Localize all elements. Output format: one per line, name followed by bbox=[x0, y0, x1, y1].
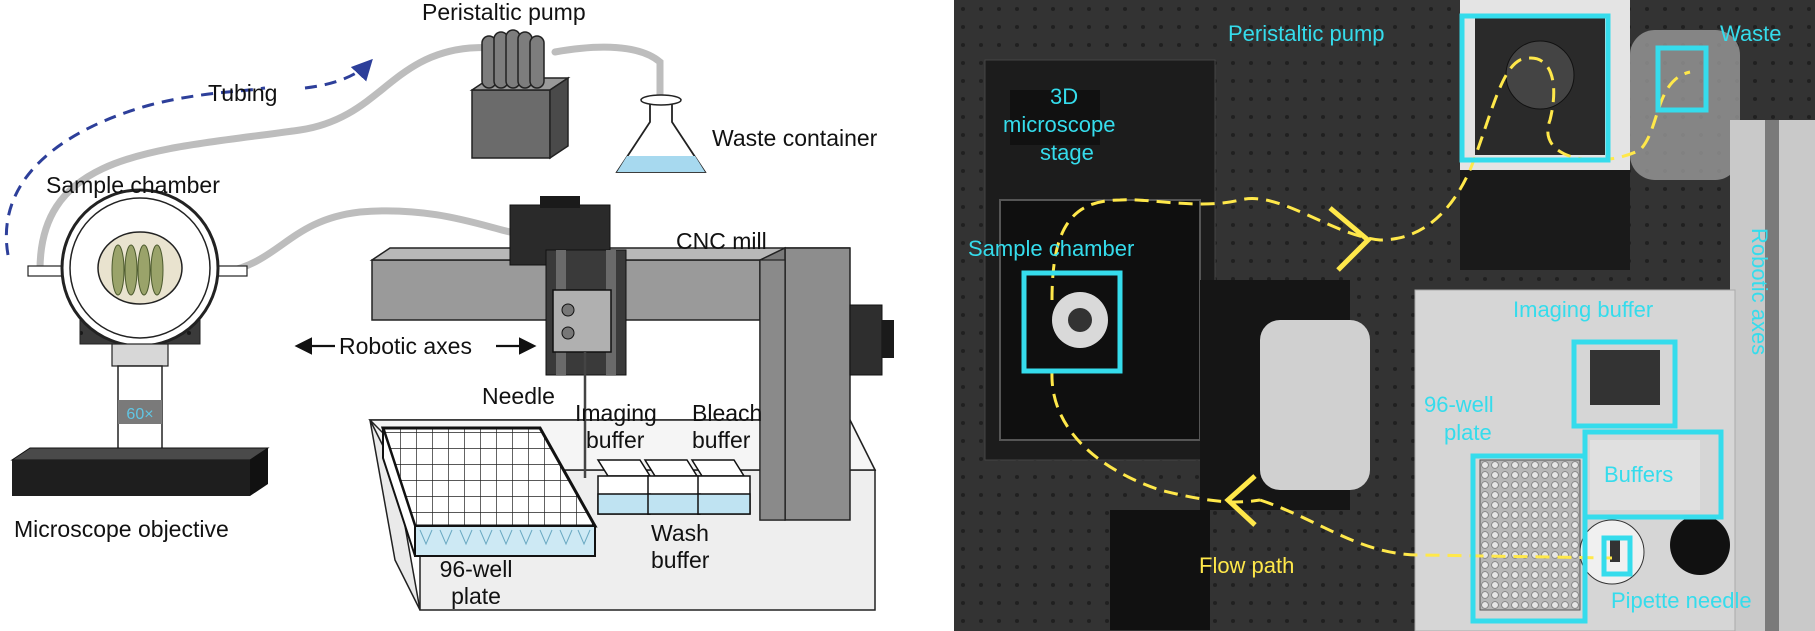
waste-container bbox=[615, 94, 707, 173]
tubing-flow-arrow bbox=[4, 86, 266, 256]
waste-container-label: Waste container bbox=[712, 125, 878, 151]
imaging-buffer-box bbox=[1571, 339, 1678, 429]
microscope-objective-label: Microscope objective bbox=[14, 516, 229, 542]
photo-sample-chamber-label: Sample chamber bbox=[968, 236, 1134, 261]
peristaltic-pump-label: Peristaltic pump bbox=[422, 0, 586, 25]
imaging-buffer-label-line1: Imaging bbox=[575, 400, 657, 426]
peristaltic-pump-box bbox=[1459, 13, 1611, 163]
well-plate bbox=[380, 426, 598, 557]
photo-stage-label-line3: stage bbox=[1040, 140, 1094, 165]
well-plate-box bbox=[1470, 453, 1588, 624]
wash-buffer-label-line1: Wash bbox=[651, 520, 709, 546]
tubing-label: Tubing bbox=[208, 80, 277, 106]
cnc-mill-label: CNC mill bbox=[676, 228, 767, 254]
photo-imaging-buffer-label: Imaging buffer bbox=[1513, 297, 1653, 322]
objective-magnification: 60× bbox=[126, 406, 153, 423]
wash-buffer-label-line2: buffer bbox=[651, 547, 710, 573]
imaging-buffer-label-line2: buffer bbox=[586, 427, 645, 453]
tubing-to-mill bbox=[221, 207, 514, 276]
photo-buffers-label: Buffers bbox=[1604, 462, 1673, 487]
flow-direction-chevron-upper bbox=[1328, 206, 1372, 272]
waste-box bbox=[1655, 45, 1709, 113]
sample-chamber-box bbox=[1021, 270, 1123, 374]
photo-stage-label-line1: 3D bbox=[1050, 84, 1078, 109]
pipette-needle-box bbox=[1601, 535, 1633, 577]
bleach-buffer-label-line1: Bleach bbox=[692, 400, 762, 426]
photo-pipette-needle-label: Pipette needle bbox=[1611, 588, 1752, 613]
photo-panel: Peristaltic pump Waste 3D microscope sta… bbox=[954, 0, 1815, 631]
robotic-axes-label: Robotic axes bbox=[339, 333, 472, 359]
tubing-flow-arrow-head bbox=[304, 58, 373, 90]
photo-flow-path-label: Flow path bbox=[1199, 553, 1294, 578]
flow-direction-chevron-lower bbox=[1224, 474, 1257, 527]
photo-well-plate-label-line1: 96-well bbox=[1424, 392, 1494, 417]
sample-chamber bbox=[27, 188, 248, 348]
photo-robotic-axes-label: Robotic axes bbox=[1747, 228, 1772, 355]
bleach-buffer-label-line2: buffer bbox=[692, 427, 751, 453]
photo-stage-label-line2: microscope bbox=[1003, 112, 1115, 137]
well-plate-label-line1: 96-well bbox=[440, 556, 513, 582]
photo-waste-label: Waste bbox=[1720, 21, 1782, 46]
cnc-mill bbox=[369, 196, 894, 521]
buffer-reservoirs bbox=[596, 459, 751, 515]
photo-peristaltic-pump-label: Peristaltic pump bbox=[1228, 21, 1385, 46]
peristaltic-pump bbox=[469, 29, 571, 160]
microscope-objective bbox=[10, 343, 270, 496]
sample-chamber-label: Sample chamber bbox=[46, 172, 220, 198]
needle-label: Needle bbox=[482, 383, 555, 409]
schematic-panel: Tubing Peristaltic pump Waste container bbox=[4, 0, 894, 611]
photo-well-plate-label-line2: plate bbox=[1444, 420, 1492, 445]
well-plate-label-line2: plate bbox=[451, 583, 501, 609]
